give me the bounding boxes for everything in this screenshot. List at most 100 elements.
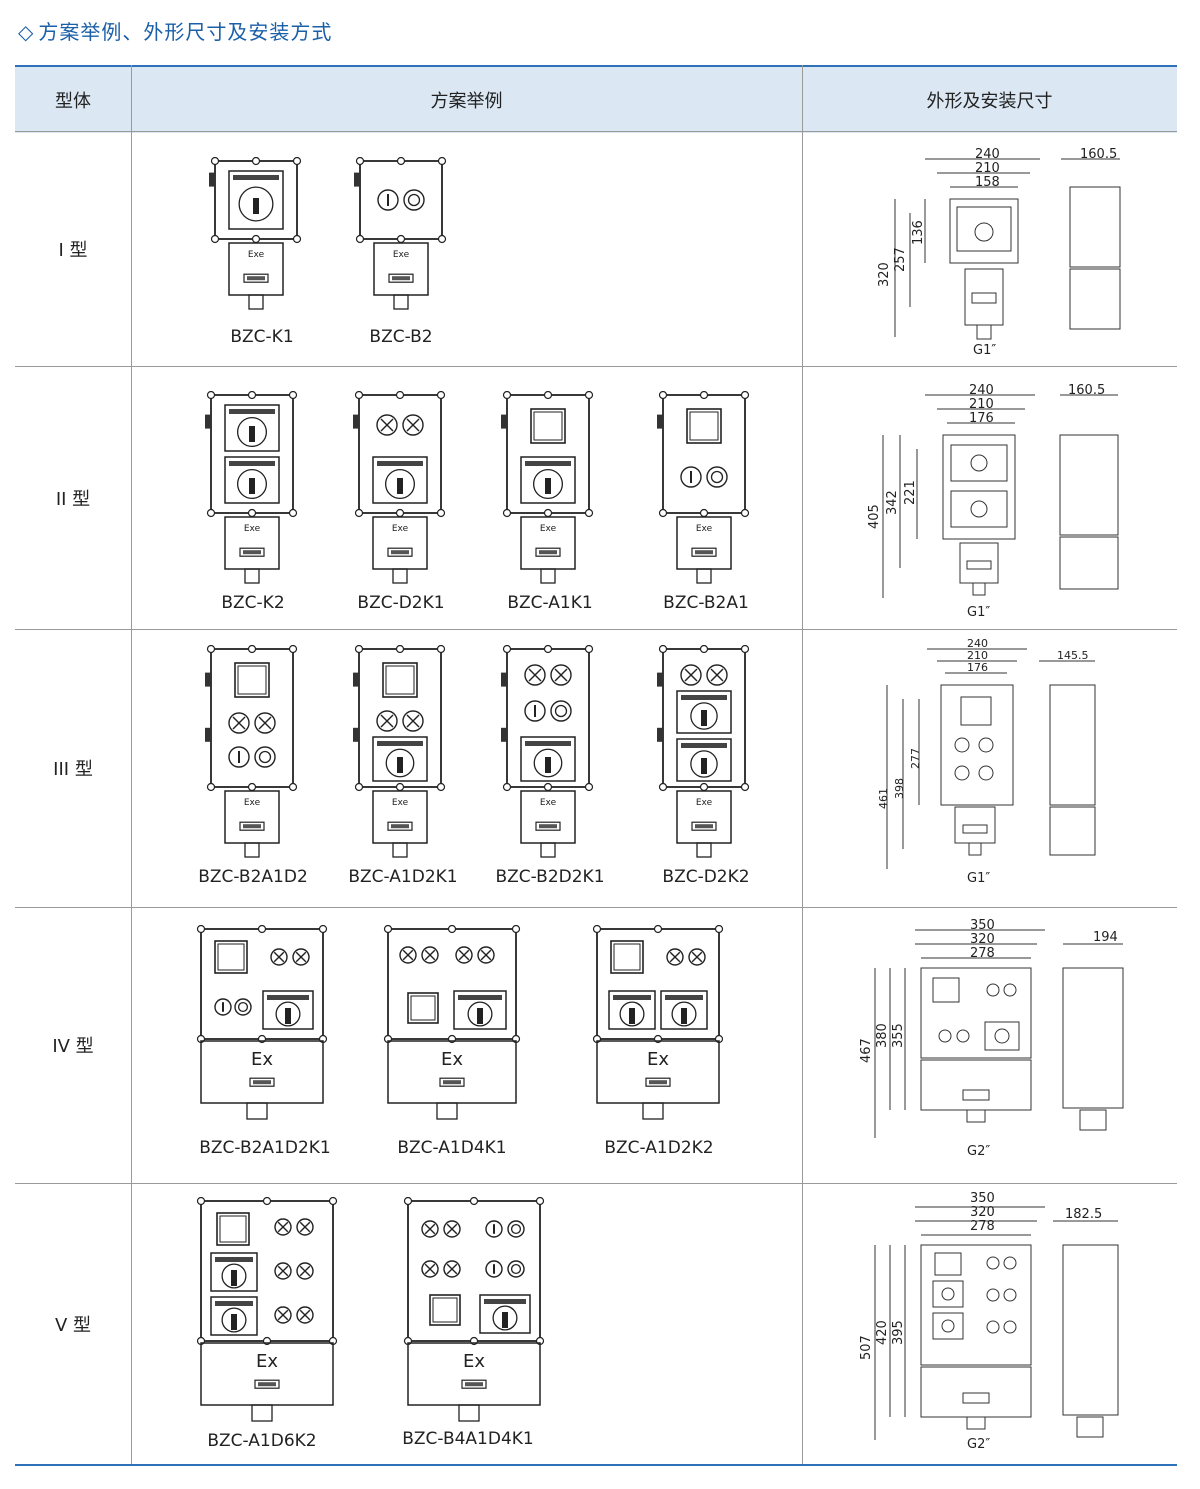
table-bottom-rule [15,1464,1177,1466]
device-drawing: Ex [196,1197,338,1422]
diamond-icon: ◇ [18,20,35,44]
dimension-drawing: 240 210 158 160.5 320 257 136 G1″ [855,147,1155,366]
header-scheme: 方案举例 [430,91,503,112]
dim-height: 398 [893,778,906,799]
model-label: BZC-D2K1 [357,593,445,613]
device-drawing: Exe [205,645,298,858]
row-divider [15,629,1177,630]
dim-width: 158 [975,175,1000,190]
row-divider [15,907,1177,908]
svg-text:Ex: Ex [463,1351,485,1372]
dim-width: 240 [975,147,1000,162]
dim-width: 240 [969,383,994,398]
dim-width: 176 [967,661,988,674]
type-label: V 型 [54,1314,92,1336]
type-label: IV 型 [52,1036,94,1057]
svg-text:Ex: Ex [251,1049,273,1070]
dim-side: 194 [1093,930,1118,945]
dim-width: 320 [970,1205,995,1220]
dimension-drawing: 240 210 176 145.5 461 398 277 G1″ [855,637,1155,898]
dim-height: 355 [891,1023,906,1048]
type-label: II 型 [55,488,91,510]
dim-height: 461 [877,788,890,809]
model-label: BZC-B2D2K1 [495,867,605,887]
model-label: BZC-B4A1D4K1 [402,1429,534,1449]
dim-side: 160.5 [1068,383,1106,398]
device-drawing: Ex [592,925,724,1120]
dim-thread: G1″ [967,605,991,620]
svg-text:Exe: Exe [392,524,409,534]
dimension-outline [886,648,1096,869]
device-drawing: Exe [353,391,446,584]
dim-width: 278 [970,946,995,961]
col-divider [131,65,132,1464]
dim-height: 320 [877,262,892,287]
model-label: BZC-D2K2 [662,867,750,887]
device-drawing: Exe [354,157,447,310]
dim-height: 277 [909,748,922,769]
dim-thread: G2″ [967,1144,991,1159]
row-divider [15,131,1177,132]
dim-height: 467 [859,1038,874,1063]
dimension-drawing: 240 210 176 160.5 405 342 221 G1″ [855,383,1155,627]
type-label: I 型 [58,239,88,261]
section-title: 方案举例、外形尺寸及安装方式 [38,20,333,44]
dim-thread: G1″ [973,343,997,358]
model-label: BZC-K1 [230,327,294,347]
svg-text:Ex: Ex [256,1351,278,1372]
dim-height: 420 [875,1320,890,1345]
dim-height: 507 [859,1335,874,1360]
section-heading: ◇方案举例、外形尺寸及安装方式 [18,16,332,45]
row-divider [15,1183,1177,1184]
model-label: BZC-B2A1D2K1 [199,1138,331,1158]
dim-height: 257 [893,247,908,272]
header-dims: 外形及安装尺寸 [926,91,1053,112]
device-drawing: Exe [209,157,302,310]
svg-text:Exe: Exe [540,524,557,534]
dimension-outline [882,394,1119,598]
dimension-outline [874,929,1124,1138]
svg-text:Exe: Exe [696,798,713,808]
dim-height: 136 [911,220,926,245]
device-drawing: Exe [501,645,594,858]
dim-height: 395 [891,1320,906,1345]
dim-width: 278 [970,1219,995,1234]
svg-text:Exe: Exe [244,798,261,808]
dim-thread: G1″ [967,871,991,886]
device-drawing: Ex [383,925,521,1120]
model-label: BZC-B2A1 [663,593,749,613]
dim-side: 145.5 [1057,649,1089,662]
model-label: BZC-A1K1 [507,593,593,613]
model-label: BZC-A1D2K1 [348,867,458,887]
col-divider [802,65,803,1464]
svg-text:Exe: Exe [696,524,713,534]
svg-text:Ex: Ex [441,1049,463,1070]
model-label: BZC-A1D4K1 [397,1138,507,1158]
dim-height: 380 [875,1023,890,1048]
dim-width: 210 [969,397,994,412]
svg-text:Exe: Exe [244,524,261,534]
device-drawing: Exe [657,645,750,858]
dimension-outline [874,1206,1119,1440]
model-label: BZC-A1D6K2 [207,1431,317,1451]
device-drawing: Exe [501,391,594,584]
table-header: 型体 方案举例 外形及安装尺寸 [15,65,1177,133]
model-label: BZC-B2A1D2 [198,867,308,887]
dim-width: 210 [975,161,1000,176]
dimension-outline [894,158,1121,340]
dim-width: 210 [967,649,988,662]
row-divider [15,366,1177,367]
dimension-drawing: 350 320 278 194 467 380 355 G2″ [855,918,1155,1172]
model-label: BZC-B2 [369,327,433,347]
dim-width: 320 [970,932,995,947]
dim-width: 350 [970,1191,995,1206]
svg-text:Exe: Exe [248,250,265,260]
svg-text:Exe: Exe [393,250,410,260]
dim-side: 160.5 [1080,147,1118,162]
device-drawing: Exe [205,391,298,584]
dim-height: 405 [867,504,882,529]
dim-width: 176 [969,411,994,426]
type-label: III 型 [53,759,93,780]
dim-side: 182.5 [1065,1207,1103,1222]
model-label: BZC-A1D2K2 [604,1138,714,1158]
